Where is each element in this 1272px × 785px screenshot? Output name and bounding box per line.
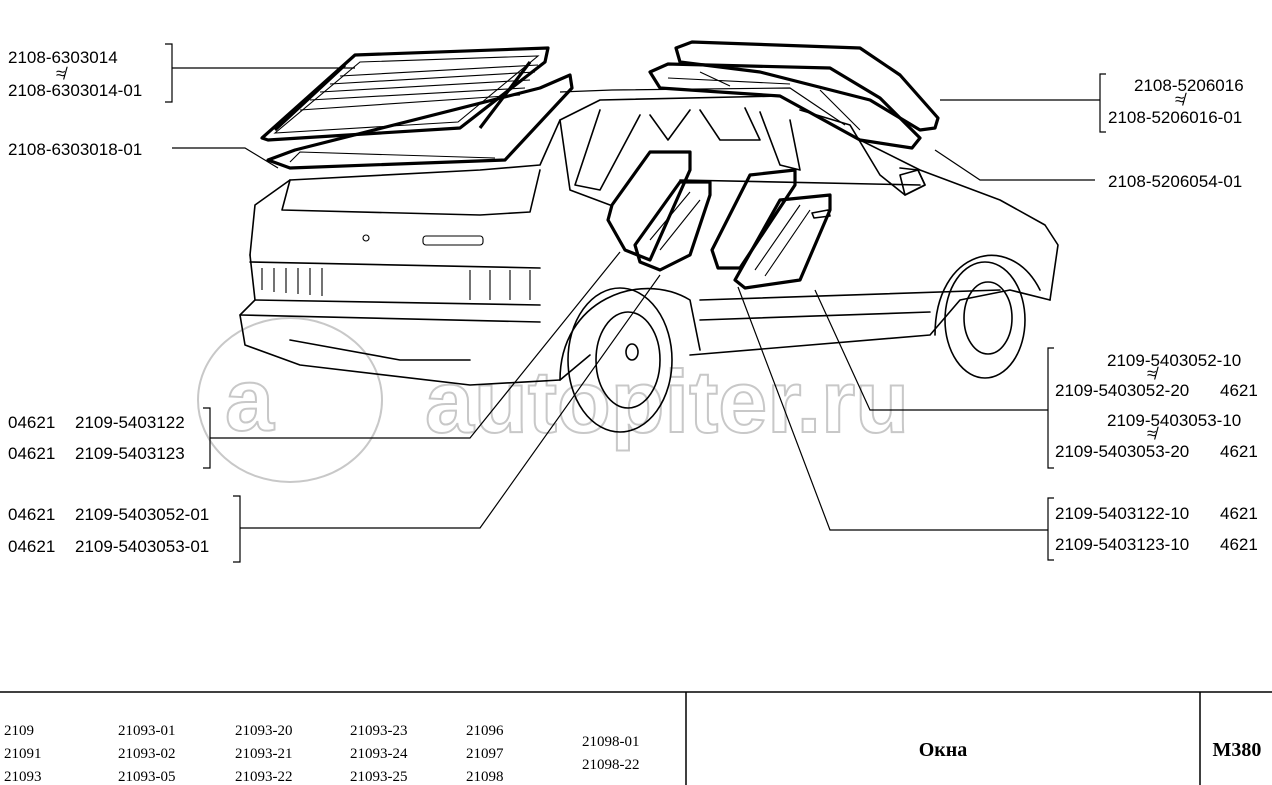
label-windshield-top: 2108-5206016 [1134, 76, 1244, 95]
label-front-door-glass-1: 2109-5403052-10 [1107, 351, 1241, 370]
model-1-2: 21093-05 [118, 769, 176, 785]
label-rear-glass-top: 2108-6303014 [8, 48, 118, 67]
label-front-door-glass-2-code: 4621 [1220, 381, 1258, 400]
label-quarter-seal-2-code: 04621 [8, 444, 55, 463]
label-front-quarter-2-code: 4621 [1220, 535, 1258, 554]
label-front-quarter-2: 2109-5403123-10 [1055, 535, 1189, 554]
label-front-door-glass-2: 2109-5403052-20 [1055, 381, 1189, 400]
windshield [648, 40, 940, 150]
model-5-0: 21098-01 [582, 734, 640, 750]
label-front-quarter-1-code: 4621 [1220, 504, 1258, 523]
model-4-0: 21096 [466, 723, 504, 739]
label-front-quarter-1: 2109-5403122-10 [1055, 504, 1189, 523]
label-rear-door-glass-1-code: 04621 [8, 505, 55, 524]
label-front-door-glass-3: 2109-5403053-10 [1107, 411, 1241, 430]
page-code: M380 [1213, 739, 1262, 761]
model-0-0: 2109 [4, 723, 34, 739]
footer: 2109 21091 21093 21093-01 21093-02 21093… [0, 691, 1272, 785]
watermark: a autopiter.ru [197, 317, 910, 483]
model-5-1: 21098-22 [582, 757, 640, 773]
model-0-2: 21093 [4, 769, 42, 785]
equiv-mark-4: ≉ [1147, 424, 1159, 443]
equiv-mark-2: ≉ [1175, 90, 1187, 109]
door-glasses [606, 150, 832, 290]
label-quarter-seal-2-part: 2109-5403123 [75, 444, 185, 463]
model-2-1: 21093-21 [235, 746, 293, 762]
footer-title: Окна [919, 739, 968, 761]
equiv-mark-1: ≉ [56, 64, 68, 83]
label-quarter-seal-1-part: 2109-5403122 [75, 413, 185, 432]
car-body [239, 95, 1059, 433]
model-1-1: 21093-02 [118, 746, 176, 762]
label-rear-seal: 2108-6303018-01 [8, 140, 142, 159]
rear-glass [260, 46, 574, 170]
model-3-2: 21093-25 [350, 769, 408, 785]
model-4-1: 21097 [466, 746, 504, 762]
brackets [165, 43, 1106, 563]
equiv-mark-3: ≉ [1147, 364, 1159, 383]
callouts-left: 2108-6303014 ≉ 2108-6303014-01 2108-6303… [8, 48, 209, 556]
model-0-1: 21091 [4, 746, 42, 762]
label-front-door-glass-4: 2109-5403053-20 [1055, 442, 1189, 461]
model-2-0: 21093-20 [235, 723, 293, 739]
model-3-1: 21093-24 [350, 746, 408, 762]
label-windshield-seal: 2108-5206054-01 [1108, 172, 1242, 191]
label-front-door-glass-4-code: 4621 [1220, 442, 1258, 461]
label-rear-door-glass-2-code: 04621 [8, 537, 55, 556]
model-2-2: 21093-22 [235, 769, 293, 785]
label-rear-door-glass-2-part: 2109-5403053-01 [75, 537, 209, 556]
label-rear-door-glass-1-part: 2109-5403052-01 [75, 505, 209, 524]
model-4-2: 21098 [466, 769, 504, 785]
label-quarter-seal-1-code: 04621 [8, 413, 55, 432]
leader-lines [172, 67, 1100, 531]
model-3-0: 21093-23 [350, 723, 408, 739]
label-windshield-bottom: 2108-5206016-01 [1108, 108, 1242, 127]
model-1-0: 21093-01 [118, 723, 176, 739]
callouts-right: 2108-5206016 ≉ 2108-5206016-01 2108-5206… [1055, 76, 1258, 554]
watermark-a: a [225, 350, 275, 449]
label-rear-glass-bottom: 2108-6303014-01 [8, 81, 142, 100]
watermark-text: autopiter.ru [425, 352, 909, 451]
